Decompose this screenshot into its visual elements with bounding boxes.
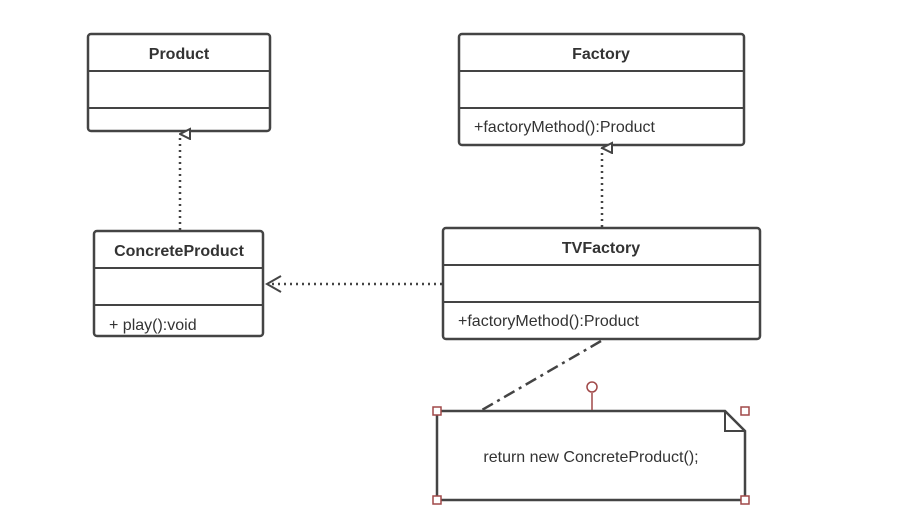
- resize-handle-top-right[interactable]: [740, 406, 750, 416]
- open-arrowhead-icon: [264, 275, 282, 293]
- rotation-handle[interactable]: [586, 381, 598, 393]
- note-anchor-line[interactable]: [481, 339, 602, 412]
- class-product-name: Product: [149, 46, 210, 63]
- note-text: return new ConcreteProduct();: [483, 449, 698, 466]
- note-fold-corner: [724, 411, 745, 432]
- note-shape: [435, 409, 747, 502]
- class-factory[interactable]: Factory +factoryMethod():Product: [457, 32, 746, 147]
- class-concrete-product-method: + play():void: [109, 317, 197, 334]
- class-product[interactable]: Product: [86, 32, 272, 133]
- resize-handle-bottom-left[interactable]: [432, 495, 442, 505]
- dependency-arrow-tv-factory-to-concrete-product[interactable]: [264, 275, 442, 293]
- class-concrete-product-box: [92, 229, 265, 338]
- class-factory-name: Factory: [572, 46, 630, 63]
- note-box[interactable]: return new ConcreteProduct();: [432, 381, 750, 505]
- class-tv-factory-box: [441, 226, 762, 341]
- resize-handle-bottom-right[interactable]: [740, 495, 750, 505]
- class-concrete-product[interactable]: ConcreteProduct + play():void: [92, 229, 265, 338]
- class-tv-factory[interactable]: TVFactory +factoryMethod():Product: [441, 226, 762, 341]
- resize-handle-top-left[interactable]: [432, 406, 442, 416]
- class-factory-method: +factoryMethod():Product: [474, 119, 656, 136]
- class-concrete-product-name: ConcreteProduct: [114, 243, 244, 260]
- class-tv-factory-name: TVFactory: [562, 240, 640, 257]
- class-tv-factory-method: +factoryMethod():Product: [458, 313, 640, 330]
